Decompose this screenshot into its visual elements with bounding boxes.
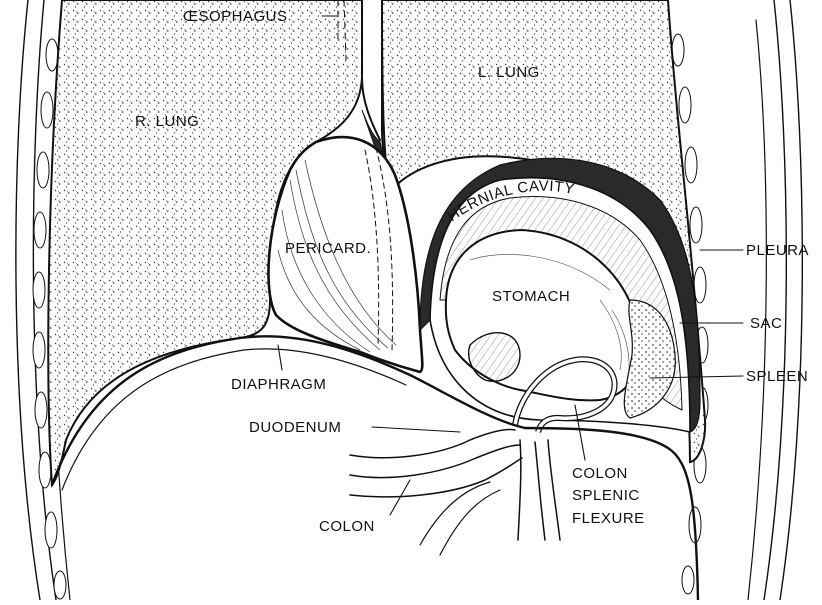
descending-tubes <box>517 439 561 541</box>
label-stomach: STOMACH <box>492 288 570 305</box>
label-pleura: PLEURA <box>746 242 809 259</box>
label-colon-splenic-2: SPLENIC <box>572 487 640 504</box>
pericardium-region <box>267 135 424 374</box>
diaphragm-line <box>50 335 700 602</box>
spleen-region <box>623 299 676 419</box>
abdominal-colon <box>349 428 523 556</box>
label-colon: COLON <box>319 518 375 535</box>
label-diaphragm: DIAPHRAGM <box>231 376 326 393</box>
label-right-lung: R. LUNG <box>135 113 199 130</box>
chest-wall-right <box>747 0 804 601</box>
label-sac: SAC <box>750 315 782 332</box>
ribs-left <box>32 38 67 600</box>
label-left-lung: L. LUNG <box>478 64 540 81</box>
pericardium-shading <box>277 159 397 353</box>
label-oesophagus: ŒSOPHAGUS <box>183 8 288 25</box>
duodenum-loop <box>468 331 521 382</box>
label-colon-splenic-3: FLEXURE <box>572 510 645 527</box>
label-duodenum: DUODENUM <box>249 419 341 436</box>
label-pericard: PERICARD. <box>285 240 371 257</box>
leader-lines <box>277 15 744 516</box>
label-colon-splenic-1: COLON <box>572 465 628 482</box>
label-spleen: SPLEEN <box>746 368 808 385</box>
